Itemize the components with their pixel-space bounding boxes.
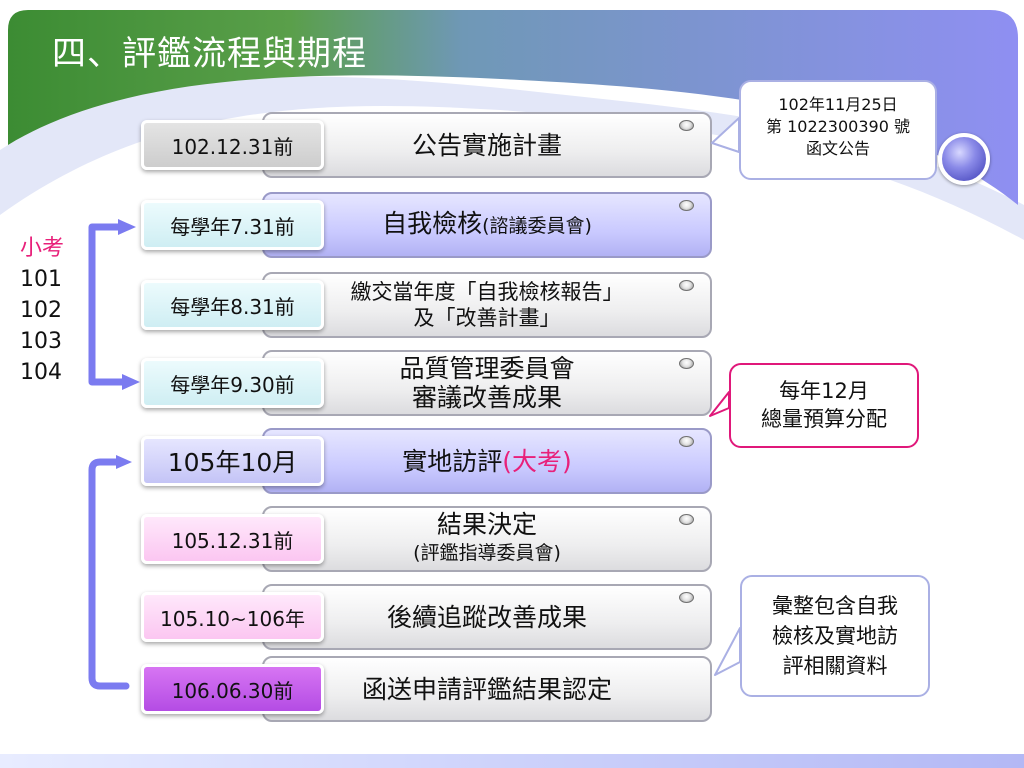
step-bar-submit-application: 函送申請評鑑結果認定 bbox=[262, 656, 712, 722]
step-label: 自我檢核 bbox=[382, 209, 483, 238]
date-badge: 105.10~106年 bbox=[141, 592, 324, 642]
legend-year: 103 bbox=[20, 329, 62, 354]
step-sub-label: (諮議委員會) bbox=[482, 215, 592, 237]
step-line-1: 品質管理委員會 bbox=[399, 354, 575, 383]
page-title: 四、評鑑流程與期程 bbox=[52, 34, 367, 74]
callout-line: 第 1022300390 號 bbox=[766, 117, 910, 136]
step-bar-announce-plan: 公告實施計畫 bbox=[262, 112, 712, 178]
legend-year: 101 bbox=[20, 267, 62, 292]
knob-icon bbox=[679, 280, 694, 291]
knob-icon bbox=[679, 592, 694, 603]
legend-year: 104 bbox=[20, 360, 62, 385]
callout-line: 函文公告 bbox=[805, 139, 870, 158]
date-badge: 105.12.31前 bbox=[141, 514, 324, 564]
callout-line: 彙整包含自我 bbox=[772, 594, 898, 618]
date-badge: 每學年8.31前 bbox=[141, 280, 324, 330]
step-bar-submit-report: 繳交當年度「自我檢核報告」及「改善計畫」 bbox=[262, 272, 712, 338]
knob-icon bbox=[679, 358, 694, 369]
date-badge: 105年10月 bbox=[141, 436, 324, 486]
step-label: 實地訪評 bbox=[402, 446, 503, 476]
step-bar-site-visit: 實地訪評(大考) bbox=[262, 428, 712, 494]
callout-line: 檢核及實地訪 bbox=[772, 624, 898, 648]
callout-materials: 彙整包含自我 檢核及實地訪 評相關資料 bbox=[740, 575, 930, 697]
step-label: 後續追蹤改善成果 bbox=[386, 602, 587, 632]
legend-title: 小考 bbox=[20, 236, 65, 261]
callout-budget: 每年12月 總量預算分配 bbox=[729, 363, 919, 448]
knob-icon bbox=[679, 200, 694, 211]
step-line-1: 繳交當年度「自我檢核報告」 bbox=[350, 280, 624, 304]
quiz-years-legend: 小考 101 102 103 104 bbox=[20, 233, 64, 388]
step-line-2: 審議改善成果 bbox=[411, 383, 562, 412]
callout-announcement: 102年11月25日 第 1022300390 號 函文公告 bbox=[739, 80, 937, 180]
step-line-2: (評鑑指導委員會) bbox=[413, 542, 561, 564]
step-bar-self-check: 自我檢核(諮議委員會) bbox=[262, 192, 712, 258]
step-bar-follow-up: 後續追蹤改善成果 bbox=[262, 584, 712, 650]
callout-line: 總量預算分配 bbox=[761, 407, 887, 431]
date-badge: 每學年7.31前 bbox=[141, 200, 324, 250]
step-bar-result-decision: 結果決定 (評鑑指導委員會) bbox=[262, 506, 712, 572]
knob-icon bbox=[679, 514, 694, 525]
date-badge: 每學年9.30前 bbox=[141, 358, 324, 408]
callout-line: 評相關資料 bbox=[782, 654, 888, 678]
date-badge: 102.12.31前 bbox=[141, 120, 324, 170]
step-line-1: 結果決定 bbox=[436, 510, 537, 539]
step-label: 函送申請評鑑結果認定 bbox=[361, 674, 612, 704]
step-line-2: 及「改善計畫」 bbox=[413, 306, 561, 330]
knob-icon bbox=[679, 436, 694, 447]
step-bar-quality-review: 品質管理委員會審議改善成果 bbox=[262, 350, 712, 416]
date-badge: 106.06.30前 bbox=[141, 664, 324, 714]
legend-year: 102 bbox=[20, 298, 62, 323]
step-emphasis-label: (大考) bbox=[502, 446, 572, 476]
knob-icon bbox=[679, 120, 694, 131]
orb-icon bbox=[938, 133, 990, 185]
step-label: 公告實施計畫 bbox=[411, 130, 562, 160]
callout-line: 102年11月25日 bbox=[778, 95, 898, 114]
callout-line: 每年12月 bbox=[779, 379, 869, 403]
